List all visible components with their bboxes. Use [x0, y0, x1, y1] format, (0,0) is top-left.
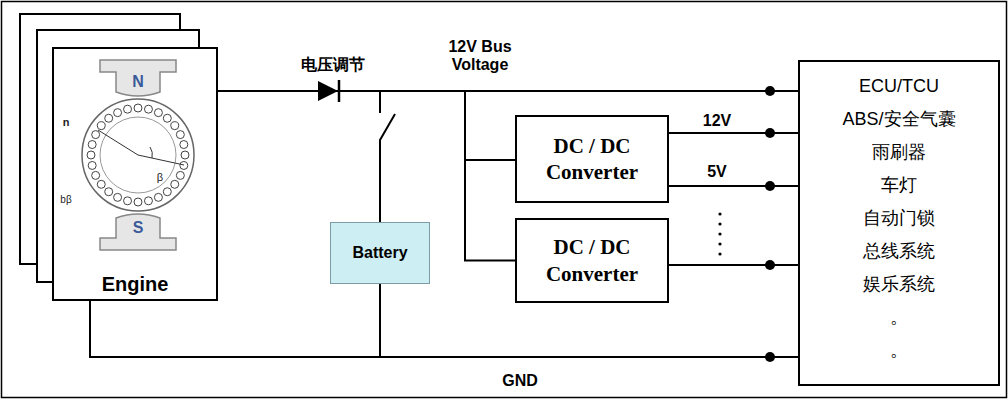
winding-slot [105, 188, 113, 196]
winding-slot [163, 114, 171, 122]
diode-symbol [318, 81, 338, 101]
load-list-box: ECU/TCUABS/安全气囊雨刷器车灯自动门锁总线系统娱乐系统。。 [798, 60, 1000, 386]
winding-slot [134, 104, 142, 112]
ellipsis-dots [718, 212, 721, 255]
winding-slot [181, 151, 189, 159]
wire [669, 132, 798, 134]
winding-slot [124, 105, 132, 113]
wire-label: 5V [705, 163, 729, 181]
speed-symbol: n [63, 116, 70, 128]
winding-slot [176, 171, 184, 179]
north-pole [100, 60, 176, 96]
winding-slot [92, 131, 100, 139]
dot [718, 232, 721, 235]
converter-box: DC / DC Converter [515, 115, 669, 203]
dot [718, 212, 721, 215]
wire [90, 300, 798, 357]
winding-slot [154, 193, 162, 201]
winding-slot [105, 114, 113, 122]
terminal-dot [765, 352, 775, 362]
terminal-dot [765, 260, 775, 270]
winding-slot [134, 198, 142, 206]
box-label: Battery [352, 244, 407, 262]
load-item: ABS/安全气囊 [842, 103, 955, 136]
wire-label: 12V [701, 112, 733, 130]
wire [669, 264, 798, 266]
winding-slot [114, 109, 122, 117]
winding-slot [180, 141, 188, 149]
winding-slot [88, 141, 96, 149]
load-item: 车灯 [881, 169, 917, 202]
winding-slot [144, 197, 152, 205]
regulator-label: 电压调节 [301, 55, 365, 76]
wire [217, 91, 515, 160]
winding-slot [87, 151, 95, 159]
load-item: 娱乐系统 [863, 268, 935, 301]
dot [718, 222, 721, 225]
winding-slot [163, 188, 171, 196]
load-item: ECU/TCU [859, 70, 939, 103]
rotor-outline [82, 99, 194, 211]
winding-ring [87, 104, 189, 206]
winding-slot [97, 122, 105, 130]
winding-slot [176, 131, 184, 139]
terminal-dot [765, 86, 775, 96]
box-label: DC / DC Converter [523, 133, 661, 186]
dot [718, 252, 721, 255]
load-item: 。 [890, 334, 908, 367]
radius-line [98, 130, 138, 155]
wire [669, 185, 798, 187]
load-item: 自动门锁 [863, 202, 935, 235]
battery-box: Battery [330, 222, 430, 284]
winding-slot [97, 180, 105, 188]
terminal-dot [765, 181, 775, 191]
winding-slot [171, 122, 179, 130]
terminal-dot [765, 128, 775, 138]
load-item: 总线系统 [863, 235, 935, 268]
south-pole [100, 214, 176, 250]
winding-slot [154, 109, 162, 117]
load-item: 。 [890, 301, 908, 334]
radius-line [138, 155, 184, 165]
winding-slot [92, 171, 100, 179]
load-item: 雨刷器 [872, 136, 926, 169]
motor-drawing [82, 60, 194, 250]
box-label: DC / DC Converter [523, 234, 661, 287]
winding-slot [124, 197, 132, 205]
winding-slot [114, 193, 122, 201]
angle-symbol: β [157, 171, 163, 183]
diode-bar [338, 80, 341, 102]
box-label: Engine [102, 273, 169, 296]
wire [217, 91, 395, 222]
winding-slot [88, 161, 96, 169]
angle-arc [150, 147, 152, 158]
converter-box: DC / DC Converter [515, 218, 669, 303]
pole-label: S [133, 219, 144, 237]
winding-slot [171, 180, 179, 188]
wire-label: GND [500, 372, 540, 390]
dot [718, 242, 721, 245]
pole-label: N [132, 73, 144, 91]
bus-label: 12V Bus Voltage [435, 38, 525, 74]
winding-slot [144, 105, 152, 113]
engine-card [53, 48, 217, 300]
width-symbol: bβ [60, 194, 71, 205]
